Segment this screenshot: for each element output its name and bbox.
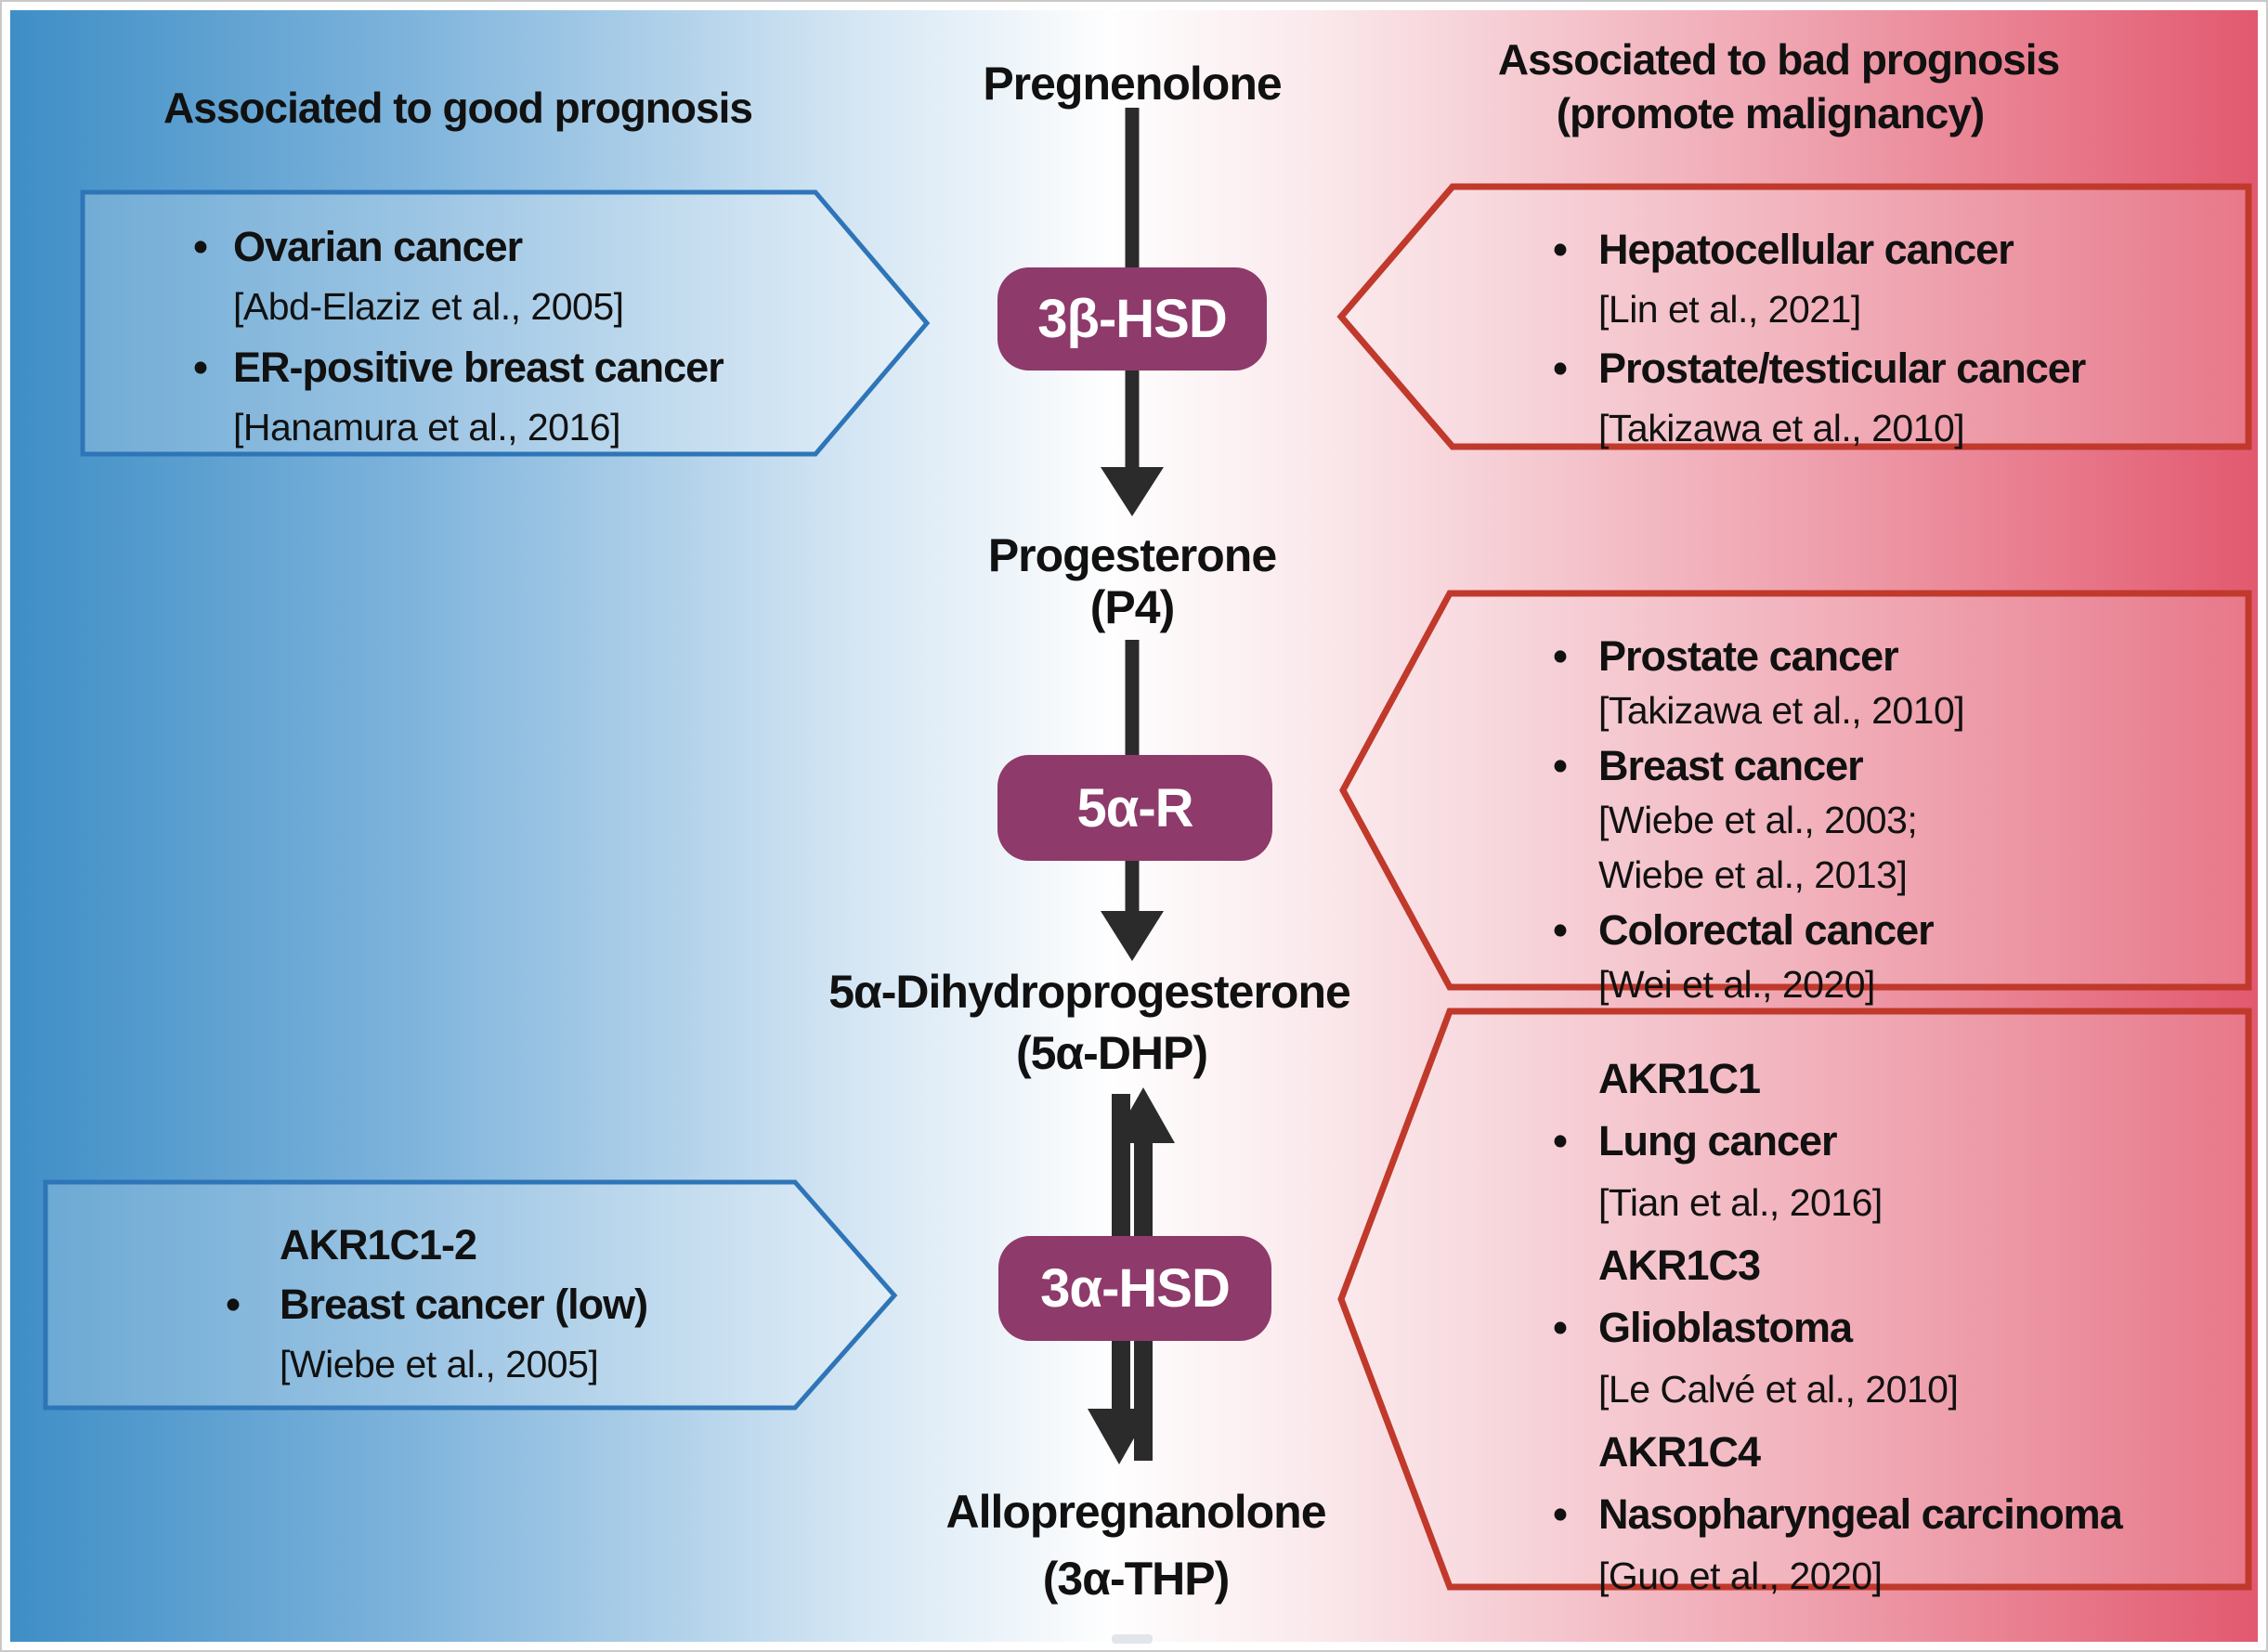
list-item: [Le Calvé et al., 2010]	[1522, 1359, 2122, 1421]
list-item-text: AKR1C1-2	[280, 1221, 477, 1268]
list-item-text: [Wei et al., 2020]	[1598, 963, 1875, 1006]
list-item: • Prostate/testicular cancer	[1522, 339, 2086, 398]
list-item-text: [Abd-Elaziz et al., 2005]	[233, 285, 624, 328]
list-item: [Takizawa et al., 2010]	[1522, 398, 2085, 458]
metabolite-allopregnanolone-abbr: (3α-THP)	[1042, 1553, 1230, 1605]
list-item-text: Lung cancer	[1598, 1116, 1838, 1164]
good-prognosis-title: Associated to good prognosis	[163, 84, 753, 132]
list-item: [Takizawa et al., 2010]	[1522, 683, 1965, 738]
list-item: AKR1C1-2	[187, 1216, 647, 1275]
list-item-text: AKR1C3	[1598, 1241, 1761, 1289]
list-item-text: [Tian et al., 2016]	[1598, 1181, 1883, 1224]
list-item-text: Hepatocellular cancer	[1598, 226, 2014, 273]
list-item: • ER-positive breast cancer	[168, 337, 724, 397]
bullet-dot: •	[1553, 226, 1568, 273]
list-item: • Prostate cancer	[1522, 629, 1964, 683]
bullet-dot: •	[1553, 631, 1568, 680]
list-item-text: [Hanamura et al., 2016]	[233, 406, 620, 449]
list-item: • Hepatocellular cancer	[1522, 220, 2085, 280]
list-item: • Nasopharyngeal carcinoma	[1522, 1483, 2123, 1545]
good-prognosis-box-2-outline	[43, 1179, 898, 1411]
list-item-text: Wiebe et al., 2013]	[1598, 853, 1908, 896]
list-item: [Wei et al., 2020]	[1522, 957, 1964, 1012]
bad-prognosis-box-3-outline	[1337, 1008, 2252, 1591]
bullet-dot: •	[1553, 345, 1568, 392]
list-item: [Hanamura et al., 2016]	[168, 397, 723, 458]
list-item-text: Ovarian cancer	[233, 222, 523, 270]
shapes-layer	[43, 108, 2252, 1644]
bullet-dot: •	[1553, 1303, 1568, 1351]
bad-prognosis-title-line2: (promote malignancy)	[1556, 89, 1986, 137]
bullet-dot: •	[193, 222, 208, 270]
bullet-dot: •	[1553, 741, 1568, 789]
list-item-text: Breast cancer	[1598, 741, 1864, 789]
metabolite-progesterone-abbr: (P4)	[1089, 581, 1175, 633]
list-item: AKR1C3	[1522, 1234, 2122, 1296]
list-item: • Breast cancer	[1522, 738, 1964, 793]
good-prognosis-box-1-content: • Ovarian cancer [Abd-Elaziz et al., 200…	[168, 216, 724, 458]
bad-prognosis-box-1-content: • Hepatocellular cancer [Lin et al., 202…	[1522, 220, 2086, 458]
list-item: Wiebe et al., 2013]	[1522, 848, 1964, 903]
list-item-text: [Takizawa et al., 2010]	[1598, 689, 1965, 732]
bullet-dot: •	[1553, 1116, 1568, 1164]
list-item: AKR1C4	[1522, 1421, 2122, 1483]
list-item-text: Glioblastoma	[1598, 1303, 1853, 1351]
metabolite-progesterone: Progesterone	[987, 529, 1277, 581]
bad-prognosis-box-2-content: • Prostate cancer [Takizawa et al., 2010…	[1522, 629, 1965, 1012]
good-prognosis-box-1-outline	[80, 189, 931, 457]
good-prognosis-box-2-content: AKR1C1-2 • Breast cancer (low) [Wiebe et…	[187, 1216, 648, 1394]
metabolite-allopregnanolone: Allopregnanolone	[945, 1486, 1327, 1538]
bad-prognosis-box-2-outline	[1339, 590, 2252, 991]
list-item: [Wiebe et al., 2005]	[187, 1334, 647, 1394]
list-item: • Lung cancer	[1522, 1110, 2122, 1172]
list-item: [Guo et al., 2020]	[1522, 1545, 2122, 1607]
bullet-dot: •	[226, 1281, 241, 1328]
list-item-text: Prostate cancer	[1598, 631, 1899, 680]
metabolite-dhp-abbr: (5α-DHP)	[1015, 1027, 1208, 1079]
list-item-text: ER-positive breast cancer	[233, 343, 724, 391]
bad-prognosis-title-line1: Associated to bad prognosis	[1497, 35, 2060, 84]
bad-prognosis-box-1-outline	[1336, 183, 2252, 450]
arrow-progesterone-to-dhp-head	[1101, 911, 1164, 961]
list-item: [Abd-Elaziz et al., 2005]	[168, 277, 723, 337]
list-item: • Ovarian cancer	[168, 216, 723, 277]
enzyme-badge-5a-r: 5α-R	[997, 755, 1272, 861]
list-item-text: [Wiebe et al., 2003;	[1598, 799, 1918, 841]
list-item-text: Nasopharyngeal carcinoma	[1598, 1489, 2123, 1538]
arrow-pregnenolone-to-progesterone-head	[1101, 467, 1164, 516]
list-item-text: Colorectal cancer	[1598, 905, 1935, 954]
cropped-bottom-shape	[1112, 1634, 1153, 1644]
list-item-text: [Le Calvé et al., 2010]	[1598, 1368, 1959, 1411]
bullet-dot: •	[1553, 1489, 1568, 1538]
bullet-dot: •	[193, 343, 208, 391]
metabolite-pregnenolone: Pregnenolone	[983, 58, 1282, 110]
list-item: [Wiebe et al., 2003;	[1522, 793, 1964, 848]
bad-prognosis-box-3-content: AKR1C1 • Lung cancer [Tian et al., 2016]…	[1522, 1047, 2123, 1607]
list-item-text: AKR1C4	[1598, 1427, 1761, 1476]
list-item-text: Breast cancer (low)	[280, 1281, 648, 1328]
list-item: [Tian et al., 2016]	[1522, 1172, 2122, 1234]
list-item: • Glioblastoma	[1522, 1296, 2122, 1359]
enzyme-badge-3b-hsd: 3β-HSD	[997, 267, 1267, 371]
enzyme-badge-3a-hsd: 3α-HSD	[998, 1236, 1271, 1341]
list-item: [Lin et al., 2021]	[1522, 280, 2085, 339]
metabolite-dhp: 5α-Dihydroprogesterone	[828, 966, 1351, 1018]
list-item-text: [Takizawa et al., 2010]	[1598, 406, 1965, 449]
arrow-allo-to-dhp-up-head	[1112, 1087, 1175, 1143]
bullet-dot: •	[1553, 905, 1568, 954]
list-item: AKR1C1	[1522, 1047, 2122, 1110]
list-item: • Colorectal cancer	[1522, 903, 1964, 957]
list-item-text: Prostate/testicular cancer	[1598, 345, 2086, 392]
list-item-text: [Wiebe et al., 2005]	[280, 1342, 599, 1385]
diagram-canvas: Associated to good prognosis Associated …	[10, 10, 2258, 1644]
list-item: • Breast cancer (low)	[187, 1275, 648, 1334]
list-item-text: [Guo et al., 2020]	[1598, 1554, 1883, 1597]
list-item-text: AKR1C1	[1598, 1054, 1761, 1102]
list-item-text: [Lin et al., 2021]	[1598, 287, 1861, 331]
